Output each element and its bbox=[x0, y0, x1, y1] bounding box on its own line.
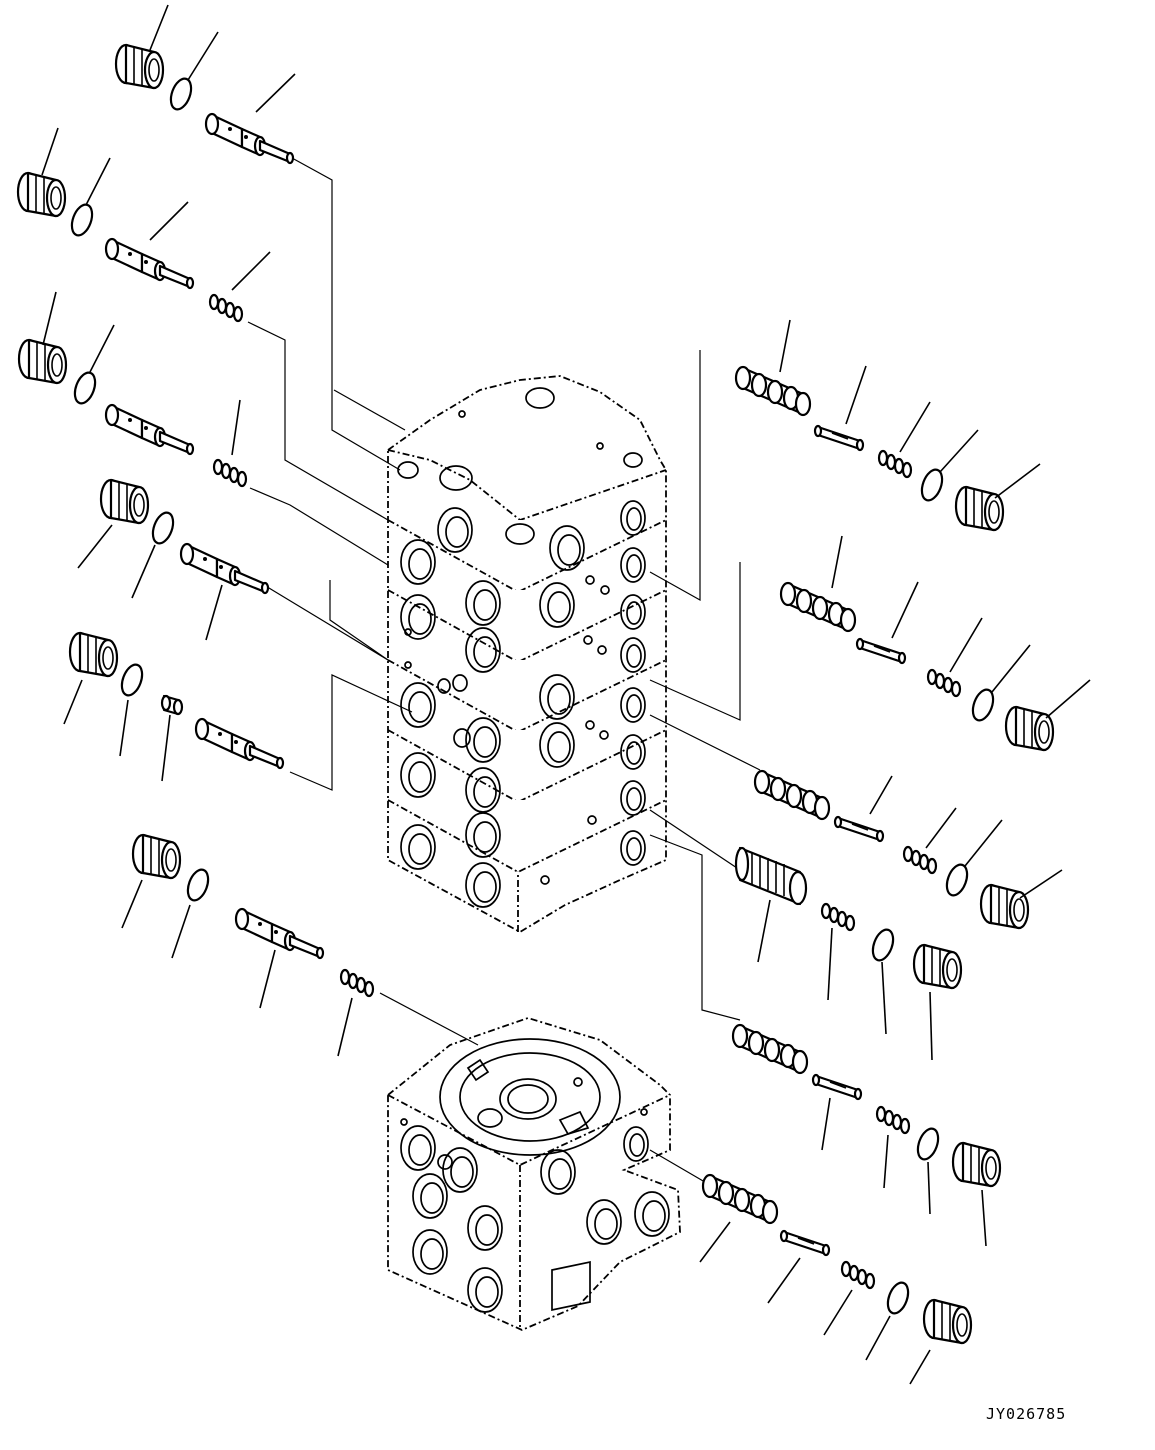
lower-body-ports bbox=[400, 1125, 670, 1313]
left-parts-row-6 bbox=[121, 833, 375, 1057]
left-parts-row-3 bbox=[17, 291, 248, 488]
right-parts-row-2 bbox=[779, 535, 1091, 752]
left-parts-row-4 bbox=[77, 478, 270, 641]
drawing-code: JY026785 bbox=[986, 1405, 1067, 1423]
right-parts-row-6 bbox=[699, 1173, 973, 1385]
left-parts-row-5 bbox=[63, 631, 285, 782]
connection-lines bbox=[247, 157, 761, 1186]
right-parts-row-1 bbox=[734, 319, 1041, 532]
right-parts-row-4 bbox=[734, 846, 963, 1061]
left-parts-row-2 bbox=[16, 127, 271, 323]
left-parts-row-1 bbox=[114, 4, 296, 165]
lower-valve-body bbox=[387, 1017, 681, 1331]
right-parts-row-3 bbox=[753, 769, 1063, 930]
right-parts-row-5 bbox=[731, 1023, 1002, 1247]
upper-valve-body bbox=[387, 375, 667, 934]
upper-body-right-ports bbox=[404, 500, 646, 885]
